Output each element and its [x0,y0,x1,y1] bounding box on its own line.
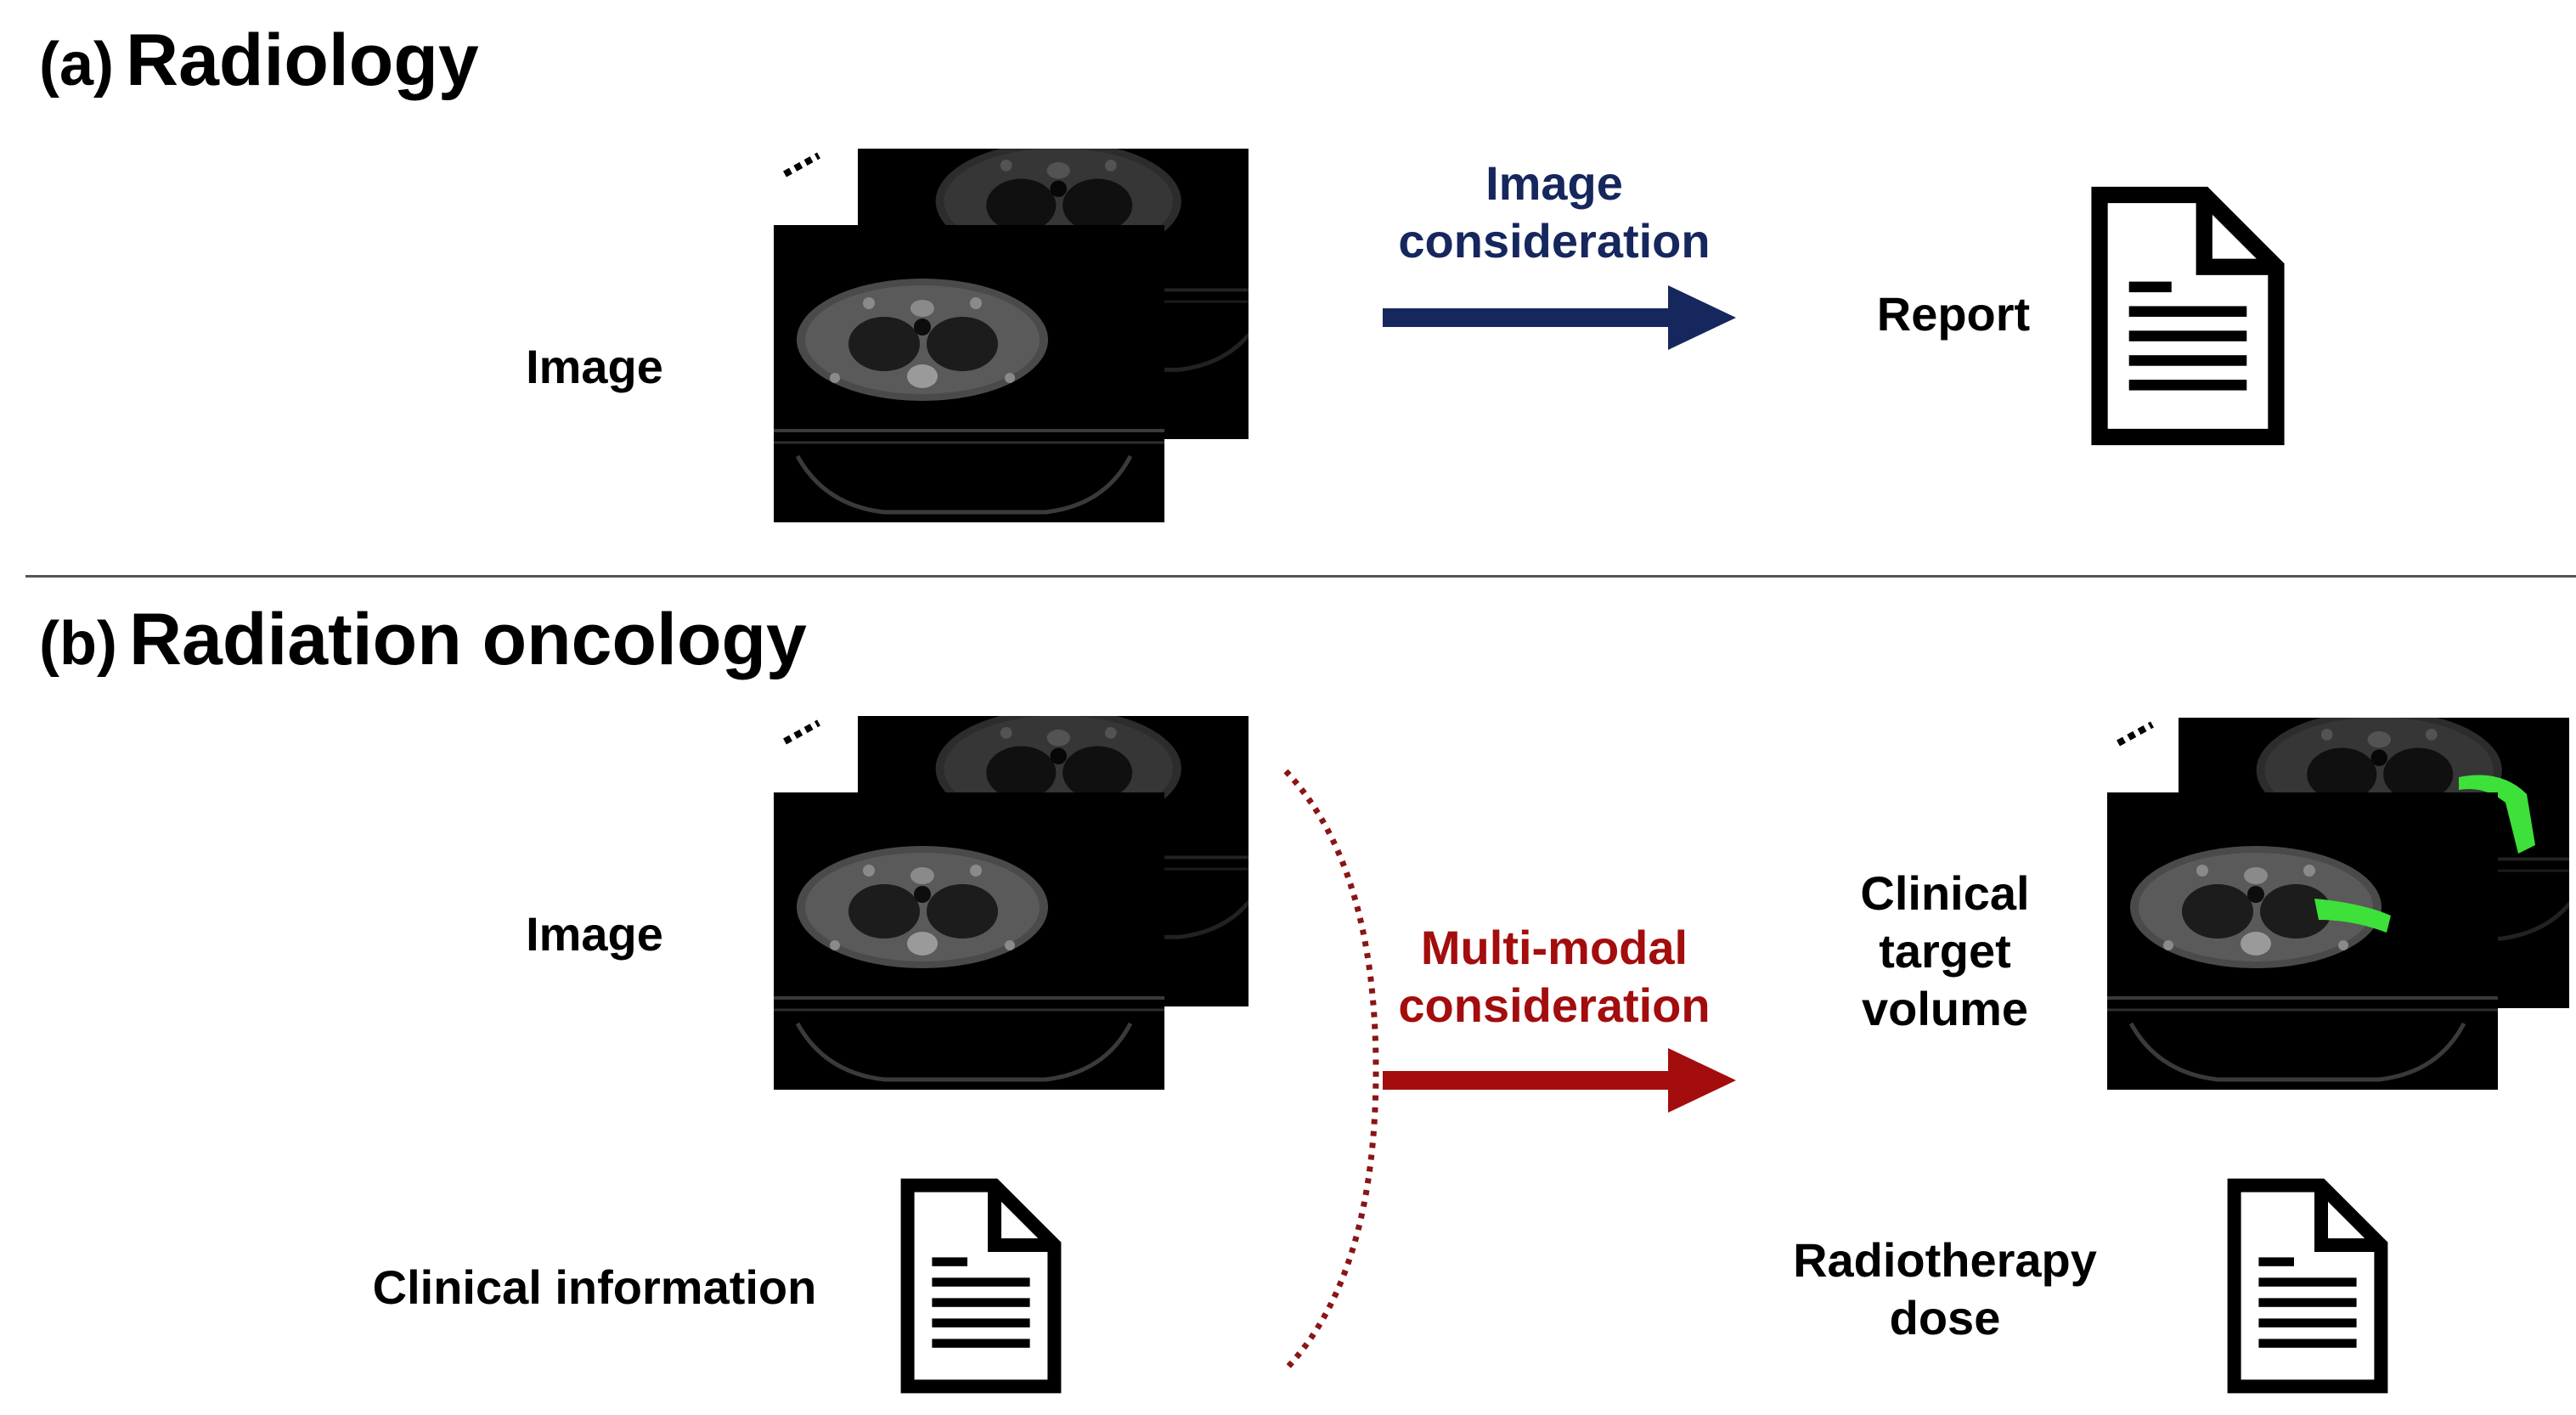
ct-scan-stack-icon [2106,718,2576,1091]
section-b-ctv-line3: volume [1861,982,2029,1035]
section-b-heading: Radiation oncology [128,599,807,680]
section-a-arrow-label-line2: consideration [1398,214,1711,268]
section-b-arrow-label-line1: Multi-modal [1420,921,1688,974]
section-b-arrow-label: Multi-modal consideration [1359,919,1750,1034]
section-b-ctv-line2: target [1879,924,2011,978]
ellipsis-icon [783,152,820,178]
ct-scan-stack-icon [773,149,1249,522]
section-a-report-label: Report [1876,287,2031,341]
arrow-right-icon [1383,1048,1736,1113]
ctv-highlight [2314,899,2391,933]
arrow-right-icon [1383,285,1736,350]
bracket-icon [1283,769,1379,1372]
section-b-clinical-info-label: Clinical information [372,1260,817,1314]
section-a-arrow-label: Image consideration [1359,155,1750,270]
section-b-ctv-label: Clinical target volume [1826,865,2064,1038]
document-icon [2218,1177,2397,1395]
section-b-image-label: Image [526,907,663,961]
section-b-title: (b)Radiation oncology [39,598,807,682]
ellipsis-icon [783,719,820,745]
section-divider [25,575,2576,578]
section-b-dose-line1: Radiotherapy [1793,1233,2097,1287]
section-a-prefix: (a) [39,31,114,99]
section-b-ctv-line1: Clinical [1860,866,2030,920]
section-b-arrow-label-line2: consideration [1398,978,1711,1032]
ellipsis-icon [2117,721,2154,747]
section-a-arrow-label-line1: Image [1485,156,1623,210]
section-b-dose-label: Radiotherapy dose [1758,1232,2132,1347]
ct-scan-stack-icon [773,716,1249,1090]
section-b-prefix: (b) [39,610,117,678]
section-a-title: (a)Radiology [39,19,479,103]
ct-slice-front [773,225,1165,522]
document-icon [2086,185,2290,447]
ct-slice-front [773,792,1165,1090]
document-icon [892,1177,1070,1395]
section-a-image-label: Image [526,340,663,393]
section-b-dose-line2: dose [1889,1291,2001,1345]
ct-slice-front [2106,792,2499,1090]
section-a-heading: Radiology [126,20,479,101]
